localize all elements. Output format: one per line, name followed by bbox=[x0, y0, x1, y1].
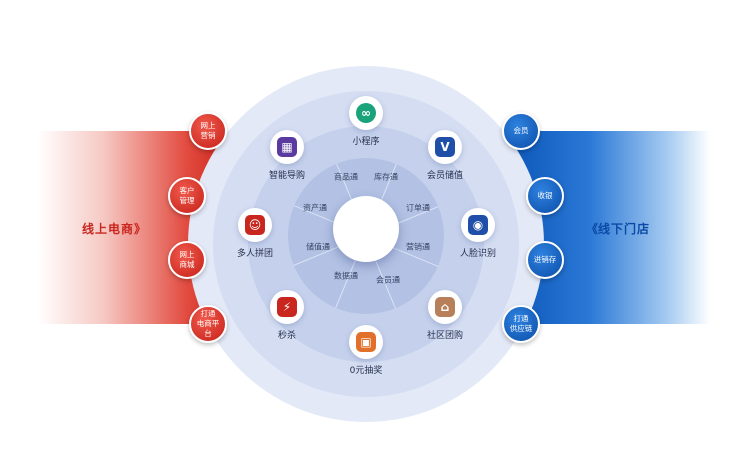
house-heart-icon: ⌂ bbox=[434, 297, 455, 317]
offline-store-label: 线下门店 bbox=[598, 222, 651, 236]
feature-item: ⚡ 秒杀 bbox=[270, 290, 304, 341]
feature-label: 多人拼团 bbox=[236, 249, 274, 259]
feature-icon-circle: ▣ bbox=[349, 325, 383, 359]
feature-label: 智能导购 bbox=[268, 171, 306, 181]
group-icon: ☺ bbox=[244, 215, 265, 235]
node-label: 进销存 bbox=[533, 255, 557, 264]
feature-label: 人脸识别 bbox=[459, 249, 497, 259]
gift-icon: ▣ bbox=[356, 332, 376, 352]
feature-icon-circle: ⚡ bbox=[270, 290, 304, 324]
offline-capability-node: 收银 bbox=[526, 177, 564, 215]
feature-icon-circle: ⌂ bbox=[427, 290, 462, 324]
node-label: 打通 供应链 bbox=[509, 314, 533, 333]
feature-item: ☺ 多人拼团 bbox=[237, 208, 273, 259]
feature-item: ◉ 人脸识别 bbox=[460, 208, 496, 259]
feature-item: ⌂ 社区团购 bbox=[427, 290, 463, 341]
inner-ring-label: 商品通 bbox=[334, 172, 358, 182]
node-label: 客户 管理 bbox=[179, 186, 195, 205]
node-label: 会员 bbox=[513, 126, 529, 135]
feature-icon-circle: ☺ bbox=[237, 208, 272, 242]
online-ecommerce-label: 线上电商 bbox=[82, 222, 135, 236]
inner-ring-label: 资产通 bbox=[303, 203, 327, 213]
feature-label: 社区团购 bbox=[426, 331, 464, 341]
chevron-right-icon: 》 bbox=[134, 222, 147, 236]
feature-icon-circle: ∞ bbox=[349, 96, 383, 130]
online-capability-node: 网上 营销 bbox=[189, 112, 227, 150]
feature-icon-circle: V bbox=[427, 130, 462, 164]
inner-ring-label: 会员通 bbox=[376, 275, 400, 285]
lightning-icon: ⚡ bbox=[277, 297, 297, 317]
inner-ring-label: 储值通 bbox=[306, 242, 330, 252]
feature-item: ▣ 0元抽奖 bbox=[349, 325, 383, 376]
feature-icon-circle: ▦ bbox=[269, 130, 304, 164]
node-label: 打通 电商平台 bbox=[196, 309, 220, 338]
feature-label: 秒杀 bbox=[277, 331, 296, 341]
inner-ring-label: 订单通 bbox=[406, 203, 430, 213]
center-hub bbox=[333, 196, 399, 262]
offline-capability-node: 打通 供应链 bbox=[502, 305, 540, 343]
feature-label: 小程序 bbox=[352, 137, 380, 147]
feature-item: V 会员储值 bbox=[427, 130, 463, 181]
node-label: 网上 商城 bbox=[179, 250, 195, 269]
offline-capability-node: 会员 bbox=[502, 112, 540, 150]
feature-icon-circle: ◉ bbox=[460, 208, 495, 242]
online-capability-node: 客户 管理 bbox=[168, 177, 206, 215]
v-badge-icon: V bbox=[434, 137, 455, 157]
chevron-left-icon: 《 bbox=[586, 222, 599, 236]
inner-ring-label: 营销通 bbox=[406, 242, 430, 252]
feature-item: ∞ 小程序 bbox=[349, 96, 383, 147]
feature-label: 0元抽奖 bbox=[349, 366, 383, 376]
inner-ring-label: 库存通 bbox=[374, 172, 398, 182]
offline-capability-node: 进销存 bbox=[526, 241, 564, 279]
online-capability-node: 打通 电商平台 bbox=[189, 305, 227, 343]
face-scan-icon: ◉ bbox=[467, 215, 488, 235]
inner-ring-label: 数据通 bbox=[334, 271, 358, 281]
mini-program-icon: ∞ bbox=[356, 103, 376, 123]
feature-label: 会员储值 bbox=[426, 171, 464, 181]
tv-icon: ▦ bbox=[276, 137, 297, 157]
online-capability-node: 网上 商城 bbox=[168, 241, 206, 279]
node-label: 收银 bbox=[537, 191, 553, 200]
feature-item: ▦ 智能导购 bbox=[269, 130, 305, 181]
node-label: 网上 营销 bbox=[200, 121, 216, 140]
